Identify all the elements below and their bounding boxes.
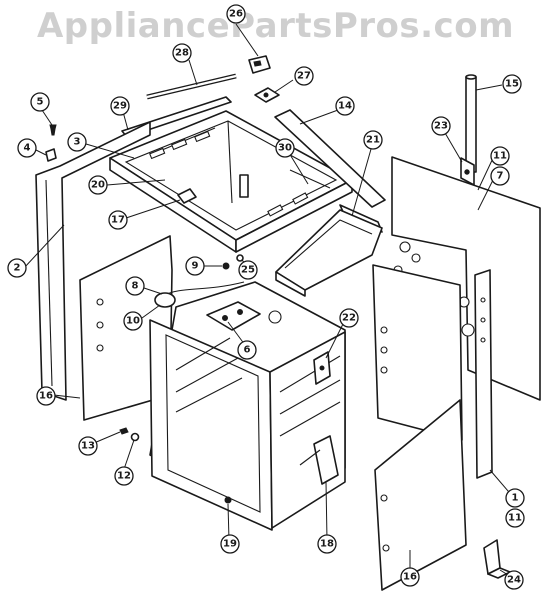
callout-11-top: 11: [490, 146, 510, 166]
callout-11-bottom-label: 11: [508, 513, 522, 524]
callout-25: 25: [238, 260, 258, 280]
callout-12: 12: [114, 466, 134, 486]
callout-5-label: 5: [37, 97, 44, 108]
callout-25-label: 25: [241, 265, 255, 276]
callout-12-label: 12: [117, 471, 131, 482]
part-27-bracket: [254, 87, 280, 103]
callout-13-label: 13: [81, 441, 95, 452]
callout-9-label: 9: [192, 261, 199, 272]
callout-28: 28: [172, 43, 192, 63]
callout-10-label: 10: [126, 316, 140, 327]
callout-20-label: 20: [91, 180, 105, 191]
part-14-side-rail: [274, 109, 386, 208]
callout-14: 14: [335, 96, 355, 116]
part-9-screw: [222, 262, 230, 270]
callout-24: 24: [504, 570, 524, 590]
cooktop-support-frame: [109, 110, 353, 253]
callout-8-label: 8: [132, 281, 139, 292]
part-26-switch: [248, 55, 271, 74]
callout-22: 22: [339, 308, 359, 328]
callout-24-label: 24: [507, 575, 521, 586]
callout-19: 19: [220, 534, 240, 554]
callout-29-label: 29: [113, 101, 127, 112]
part-22-sensor: [313, 351, 331, 385]
part-25-fastener: [236, 254, 244, 262]
callout-27-label: 27: [297, 71, 311, 82]
callout-30: 30: [275, 138, 295, 158]
callout-29: 29: [110, 96, 130, 116]
callout-1-label: 1: [512, 493, 519, 504]
callout-14-label: 14: [338, 101, 352, 112]
callout-15: 15: [502, 74, 522, 94]
callout-6-label: 6: [244, 345, 251, 356]
callout-19-label: 19: [223, 539, 237, 550]
part-19-screw: [224, 496, 232, 504]
callout-27: 27: [294, 66, 314, 86]
callout-18: 18: [317, 534, 337, 554]
callout-17: 17: [108, 210, 128, 230]
part-5-screw: [49, 124, 57, 136]
callout-11-bottom: 11: [505, 508, 525, 528]
callout-26-label: 26: [229, 9, 243, 20]
callout-1: 1: [505, 488, 525, 508]
callout-2: 2: [7, 258, 27, 278]
callout-16-left: 16: [36, 386, 56, 406]
part-13-screw: [119, 427, 129, 435]
callout-21: 21: [363, 130, 383, 150]
callout-23: 23: [431, 116, 451, 136]
callout-13: 13: [78, 436, 98, 456]
callout-3: 3: [67, 132, 87, 152]
callout-22-label: 22: [342, 313, 356, 324]
callout-2-label: 2: [14, 263, 21, 274]
callout-30-label: 30: [278, 143, 292, 154]
callout-26: 26: [226, 4, 246, 24]
callout-11-top-label: 11: [493, 151, 507, 162]
callout-7-label: 7: [497, 171, 504, 182]
callout-5: 5: [30, 92, 50, 112]
callout-17-label: 17: [111, 215, 125, 226]
part-1-right-strip: [474, 269, 493, 479]
callout-20: 20: [88, 175, 108, 195]
callout-16-bottom-label: 16: [403, 572, 417, 583]
callout-28-label: 28: [175, 48, 189, 59]
oven-cavity: [149, 281, 346, 531]
part-15-rod: [465, 74, 477, 173]
callout-6: 6: [237, 340, 257, 360]
callout-23-label: 23: [434, 121, 448, 132]
callout-21-label: 21: [366, 135, 380, 146]
part-4-clip: [45, 148, 57, 162]
part-18-element: [299, 435, 339, 485]
callout-9: 9: [185, 256, 205, 276]
part-8-wire: [154, 281, 245, 308]
part-24-foot: [483, 539, 511, 579]
callout-16-bottom: 16: [400, 567, 420, 587]
part-12-clip: [130, 432, 140, 442]
callout-8: 8: [125, 276, 145, 296]
callout-16-left-label: 16: [39, 391, 53, 402]
part-16-lower-panel: [374, 399, 467, 591]
callout-7: 7: [490, 166, 510, 186]
part-28-rod: [146, 73, 237, 100]
callout-4-label: 4: [24, 143, 31, 154]
part-21-burner-box: [275, 204, 383, 297]
callout-15-label: 15: [505, 79, 519, 90]
callout-3-label: 3: [74, 137, 81, 148]
part-6-bracket: [206, 301, 261, 331]
callout-10: 10: [123, 311, 143, 331]
callout-4: 4: [17, 138, 37, 158]
callout-18-label: 18: [320, 539, 334, 550]
